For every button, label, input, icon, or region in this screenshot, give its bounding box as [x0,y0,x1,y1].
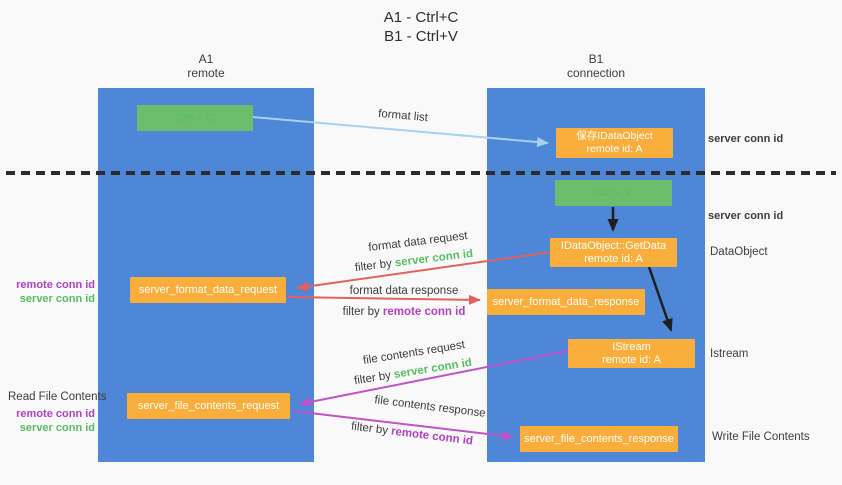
filter-by-text-1: filter by [354,257,396,275]
server-conn-id-text-1: server conn id [394,247,474,270]
node-ctrl-c-label: Ctrl + C [176,111,214,124]
session-separator-line [6,171,836,175]
edge-label-format-data-response: format data response [349,285,459,297]
node-getdata-line2: remote id: A [584,252,643,265]
right-label-dataobject: DataObject [710,246,768,258]
node-server-format-data-request: server_format_data_request [130,277,286,303]
node-istream-line2: remote id: A [602,353,661,366]
node-server-file-contents-response: server_file_contents_response [520,426,678,452]
edge-label-filter-remote-conn-id-2: filter by remote conn id [350,421,473,448]
node-istream-line1: IStream [612,340,651,353]
node-format-request-label: server_format_data_request [138,283,278,296]
node-server-format-data-response: server_format_data_response [487,289,645,315]
right-label-server-conn-id-1: server conn id [708,133,784,145]
arrow-format-data-response [287,294,481,305]
left-conn-id-group-2: remote conn id server conn id [0,407,95,435]
left-server-conn-id-1: server conn id [19,293,95,305]
filter-by-text-4: filter by [350,420,392,438]
column-a1-subtitle: remote [187,66,225,80]
title-line-1: A1 - Ctrl+C [383,9,459,26]
node-ctrl-c: Ctrl + C [137,105,253,131]
right-label-server-conn-id-2: server conn id [708,210,784,222]
left-remote-conn-id-1: remote conn id [16,279,95,291]
left-label-read-file-contents: Read File Contents [8,391,107,403]
left-server-conn-id-2: server conn id [19,422,95,434]
node-ctrl-v: Ctrl + V [555,180,672,206]
column-header-b1: B1 connection [567,52,625,80]
node-file-response-label: server_file_contents_response [524,432,674,445]
node-file-request-label: server_file_contents_request [137,399,280,412]
edge-label-format-list: format list [377,107,429,125]
remote-conn-id-text-2: remote conn id [390,425,474,448]
column-a1-name: A1 [198,52,214,66]
node-istream: IStream remote id: A [568,339,695,368]
left-remote-conn-id-2: remote conn id [16,408,95,420]
node-save-idataobject-line1: 保存IDataObject [576,130,653,142]
node-save-idataobject-line2: remote id: A [586,143,643,155]
right-label-write-file-contents: Write File Contents [712,431,810,443]
diagram-title: A1 - Ctrl+C B1 - Ctrl+V [384,8,459,46]
filter-by-text-2: filter by [342,306,383,318]
edge-label-filter-remote-conn-id-1: filter by remote conn id [343,306,466,318]
node-save-idataobject: 保存IDataObject remote id: A [556,128,673,158]
column-header-a1: A1 remote [187,52,224,80]
node-ctrl-v-label: Ctrl + V [595,186,632,199]
title-line-2: B1 - Ctrl+V [384,28,458,45]
right-label-istream: Istream [710,348,749,360]
left-conn-id-group-1: remote conn id server conn id [0,278,95,306]
column-b1-subtitle: connection [566,66,626,80]
node-getdata-line1: IDataObject::GetData [560,239,667,252]
node-format-response-label: server_format_data_response [492,295,640,308]
edge-label-file-contents-response: file contents response [373,394,487,420]
node-idataobject-getdata: IDataObject::GetData remote id: A [550,238,677,267]
remote-conn-id-text-1: remote conn id [382,306,466,318]
node-server-file-contents-request: server_file_contents_request [127,393,290,419]
column-b1-name: B1 [588,52,604,66]
filter-by-text-3: filter by [353,369,395,388]
